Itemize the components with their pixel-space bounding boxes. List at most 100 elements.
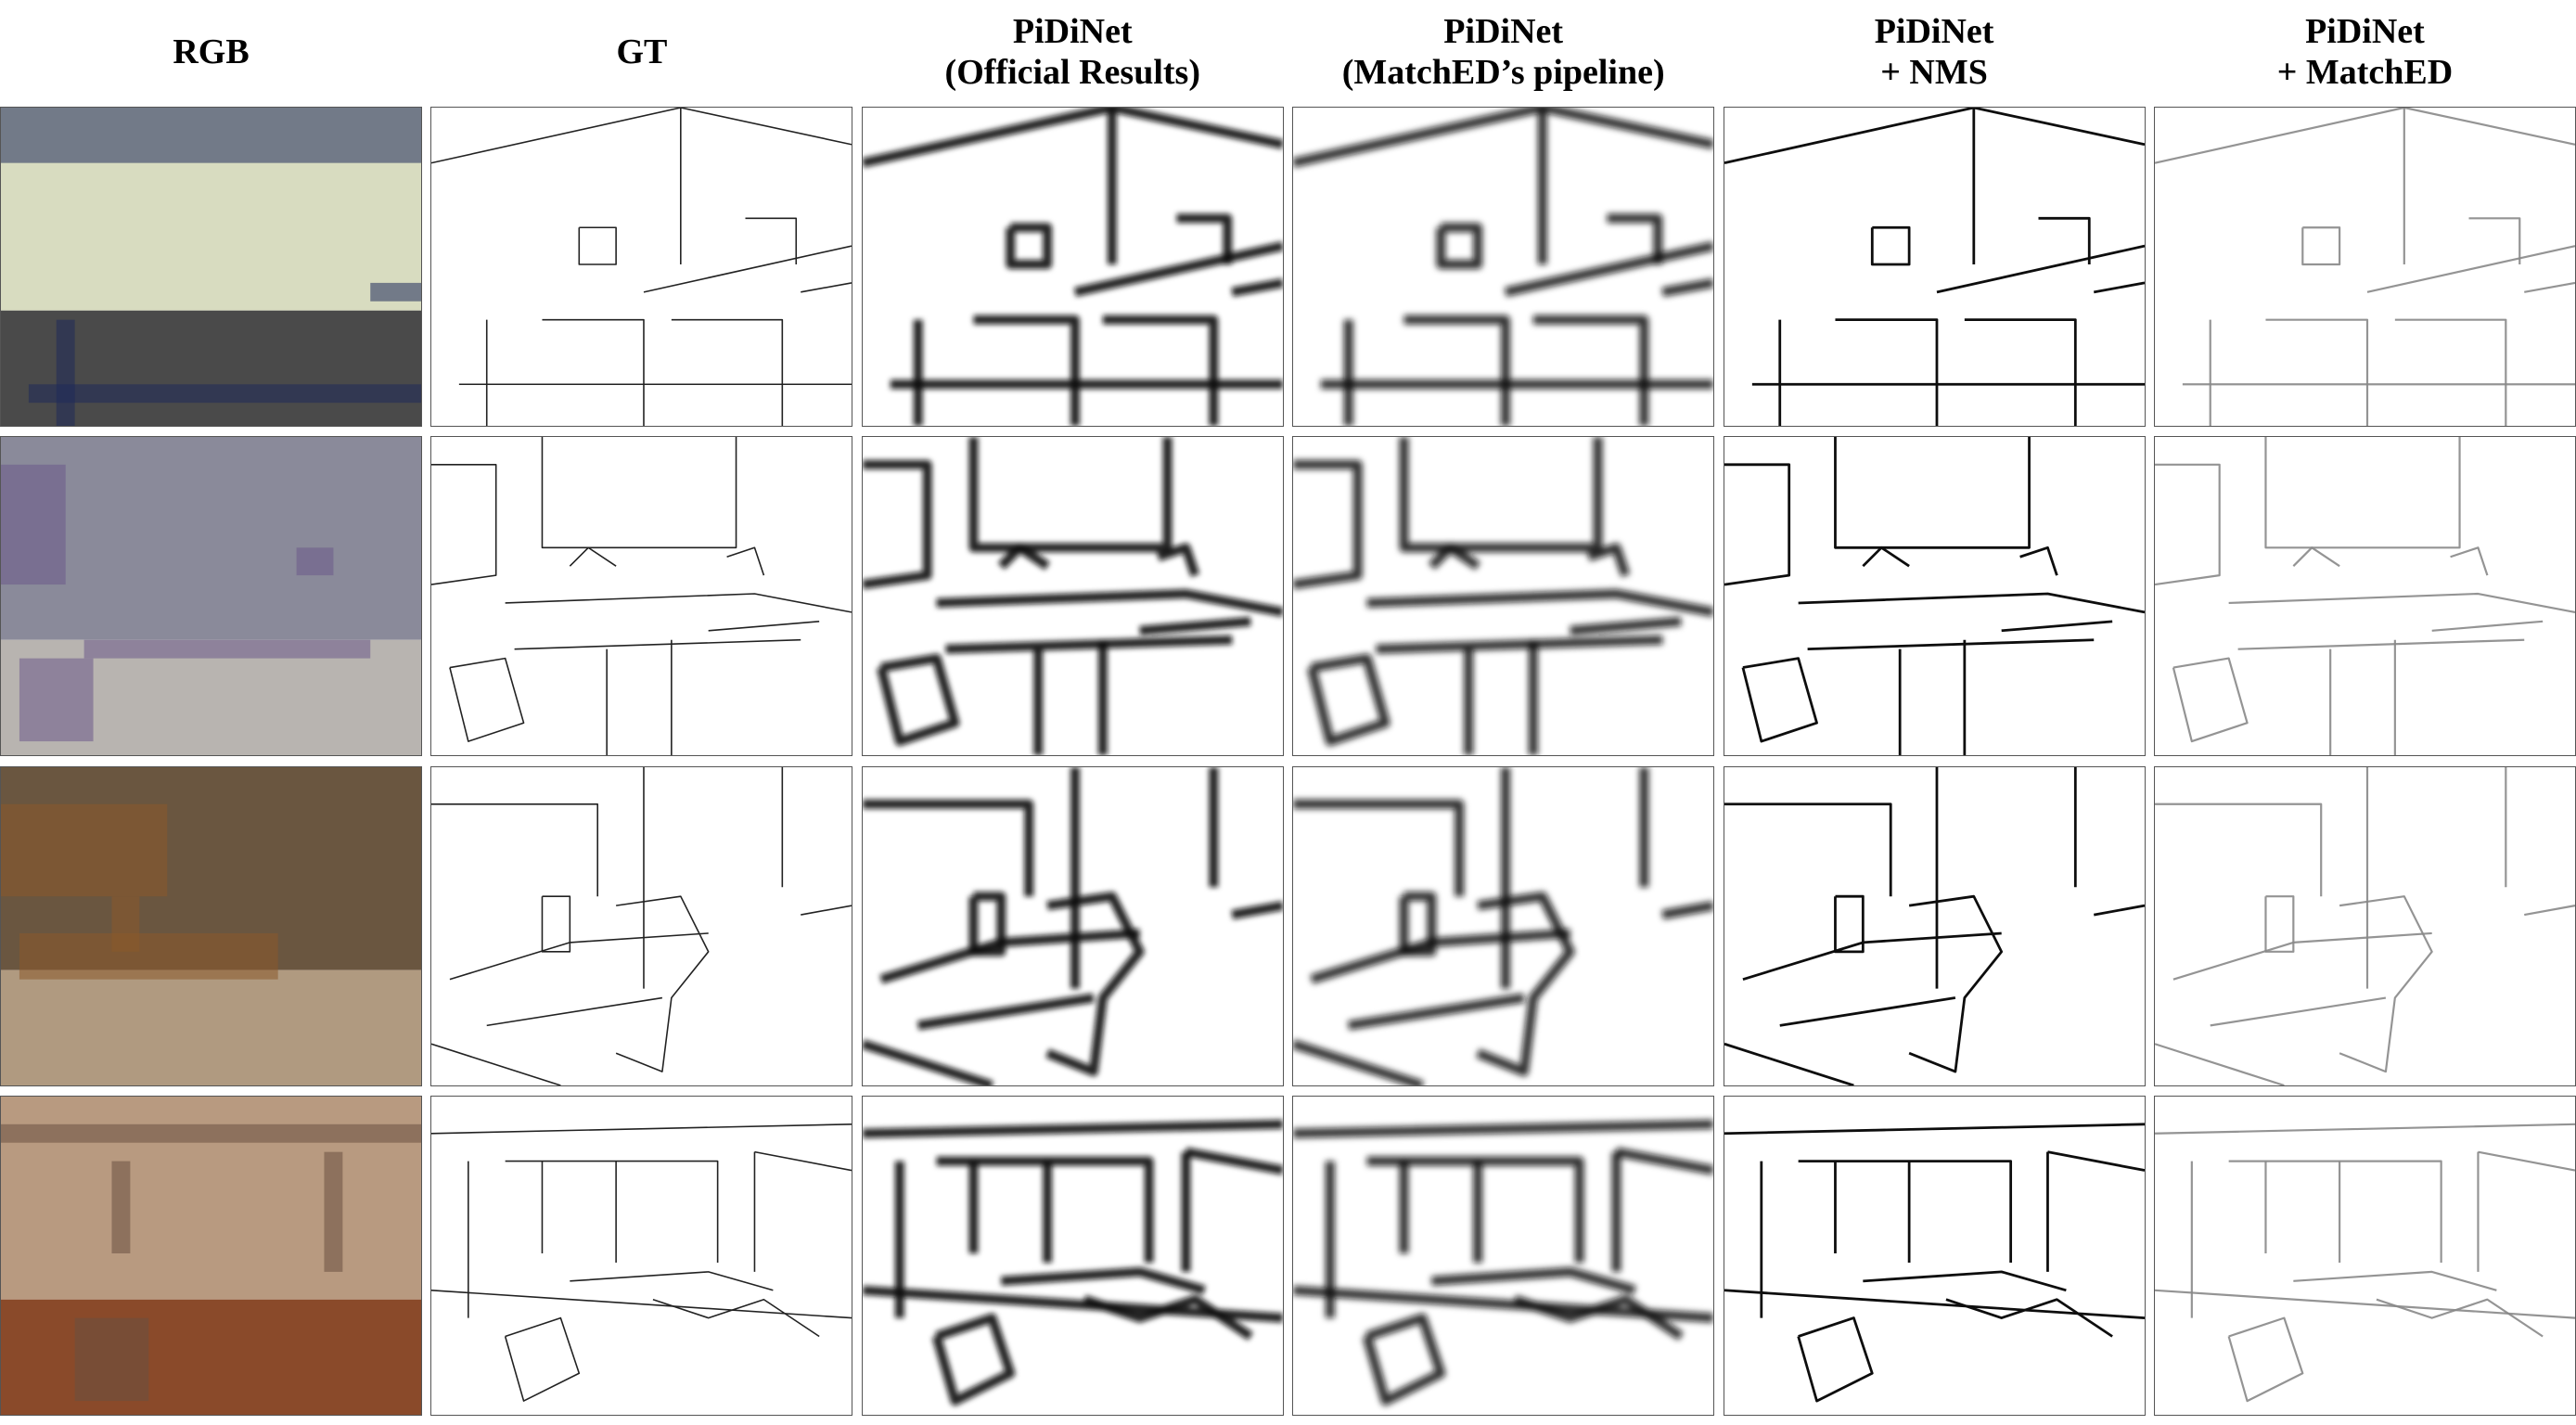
edge-map-pidinet-matched <box>2153 765 2576 1086</box>
edge-line <box>2301 226 2341 266</box>
edge-line <box>431 464 497 586</box>
edge-line <box>879 928 1140 984</box>
edge-line <box>1807 638 2094 651</box>
scene-object <box>1 465 66 585</box>
edge-map-pidinet-nms <box>1723 765 2146 1086</box>
rgb-image-rgb <box>0 765 422 1086</box>
edge-line <box>431 1123 852 1135</box>
edge-line <box>862 460 932 590</box>
edge-line <box>1742 931 2002 981</box>
edge-line <box>2293 1270 2497 1291</box>
rgb-image-rgb <box>0 436 422 757</box>
edge-line <box>653 1298 820 1338</box>
edge-line <box>1587 543 1631 577</box>
edge-map-pidinet-official <box>861 1095 1284 1416</box>
edge-line <box>2154 464 2221 586</box>
edge-line <box>1348 993 1525 1030</box>
edge-line <box>1570 617 1682 636</box>
edge-line <box>1307 653 1391 747</box>
edge-line <box>1796 1316 1874 1403</box>
edge-line <box>2154 802 2323 896</box>
edge-map-pidinet-matched-pipeline <box>1292 107 1715 427</box>
scene-object <box>370 282 421 302</box>
edge-line <box>2154 1123 2575 1135</box>
edge-map-pidinet-matched <box>2153 107 2576 427</box>
edge-line <box>754 1150 852 1172</box>
header-line2: + MatchED <box>2276 53 2454 92</box>
edge-line <box>616 894 710 1072</box>
edge-line <box>570 546 617 568</box>
edge-line <box>936 1156 1154 1263</box>
edge-line <box>2478 1150 2575 1172</box>
edge-line <box>945 635 1233 654</box>
edge-line <box>1231 900 1283 919</box>
column-headers: RGB GT PiDiNet(Official Results) PiDiNet… <box>0 0 2576 104</box>
edge-line <box>1861 546 1910 568</box>
edge-line <box>931 1313 1016 1406</box>
header-line1: RGB <box>173 32 250 71</box>
edge-line <box>542 437 737 549</box>
edge-line <box>801 904 852 916</box>
edge-map-pidinet-official <box>861 765 1284 1086</box>
header-line1: PiDiNet <box>1874 12 1994 51</box>
edge-line <box>2172 657 2249 743</box>
edge-line <box>916 993 1095 1030</box>
edge-line <box>1293 1039 1425 1085</box>
edge-map-pidinet-official <box>861 436 1284 757</box>
edge-line <box>862 1119 1283 1138</box>
edge-line <box>1293 460 1363 590</box>
edge-line <box>542 318 646 426</box>
result-grid <box>0 107 2576 1416</box>
header-line2: (Official Results) <box>944 53 1200 92</box>
edge-line <box>1798 1160 2012 1263</box>
edge-line <box>1399 437 1603 553</box>
edge-line <box>2394 318 2507 426</box>
edge-line <box>1006 223 1052 269</box>
scene-object <box>296 547 334 576</box>
edge-line <box>2468 217 2521 265</box>
header-pidinet-nms: PiDiNet+ NMS <box>1724 0 2146 104</box>
edge-line <box>1945 1298 2113 1338</box>
edge-line <box>2038 216 2091 265</box>
edge-line <box>1798 592 2145 614</box>
rgb-image-rgb <box>0 107 422 427</box>
edge-line <box>1870 225 1911 266</box>
edge-line <box>1779 995 1955 1027</box>
edge-line <box>2210 996 2387 1027</box>
edge-line <box>2019 546 2058 576</box>
header-pidinet-matched: PiDiNet+ MatchED <box>2154 0 2576 104</box>
header-line1: PiDiNet <box>2305 12 2425 51</box>
edge-map-pidinet-matched <box>2153 436 2576 757</box>
rgb-image-rgb <box>0 1095 422 1416</box>
scene-object <box>1 108 421 163</box>
edge-line <box>2450 546 2489 576</box>
edge-line <box>2154 108 2575 164</box>
edge-line <box>726 546 765 576</box>
edge-line <box>1366 589 1714 618</box>
header-pidinet-matched-pipeline: PiDiNet(MatchED’s pipeline) <box>1292 0 1714 104</box>
edge-line <box>2292 546 2340 568</box>
edge-line <box>1293 1285 1714 1323</box>
edge-map-gt <box>430 107 853 427</box>
edge-map-gt <box>430 436 853 757</box>
edge-line <box>1908 894 2003 1073</box>
edge-line <box>1533 315 1649 426</box>
edge-line <box>2523 904 2575 916</box>
edge-line <box>2154 1289 2575 1319</box>
edge-line <box>487 996 663 1026</box>
edge-line <box>506 1160 719 1263</box>
edge-line <box>2264 437 2461 549</box>
edge-line <box>2265 318 2369 426</box>
edge-line <box>862 108 1283 168</box>
edge-line <box>1185 1147 1283 1175</box>
edge-line <box>1045 891 1145 1076</box>
edge-line <box>801 282 852 293</box>
edge-line <box>968 891 1006 956</box>
edge-line <box>1403 315 1511 426</box>
edge-line <box>936 589 1283 618</box>
scene-object <box>56 319 75 426</box>
edge-line <box>514 639 801 650</box>
edge-line <box>1363 1313 1446 1406</box>
edge-line <box>2227 1316 2304 1403</box>
edge-line <box>2237 638 2525 651</box>
